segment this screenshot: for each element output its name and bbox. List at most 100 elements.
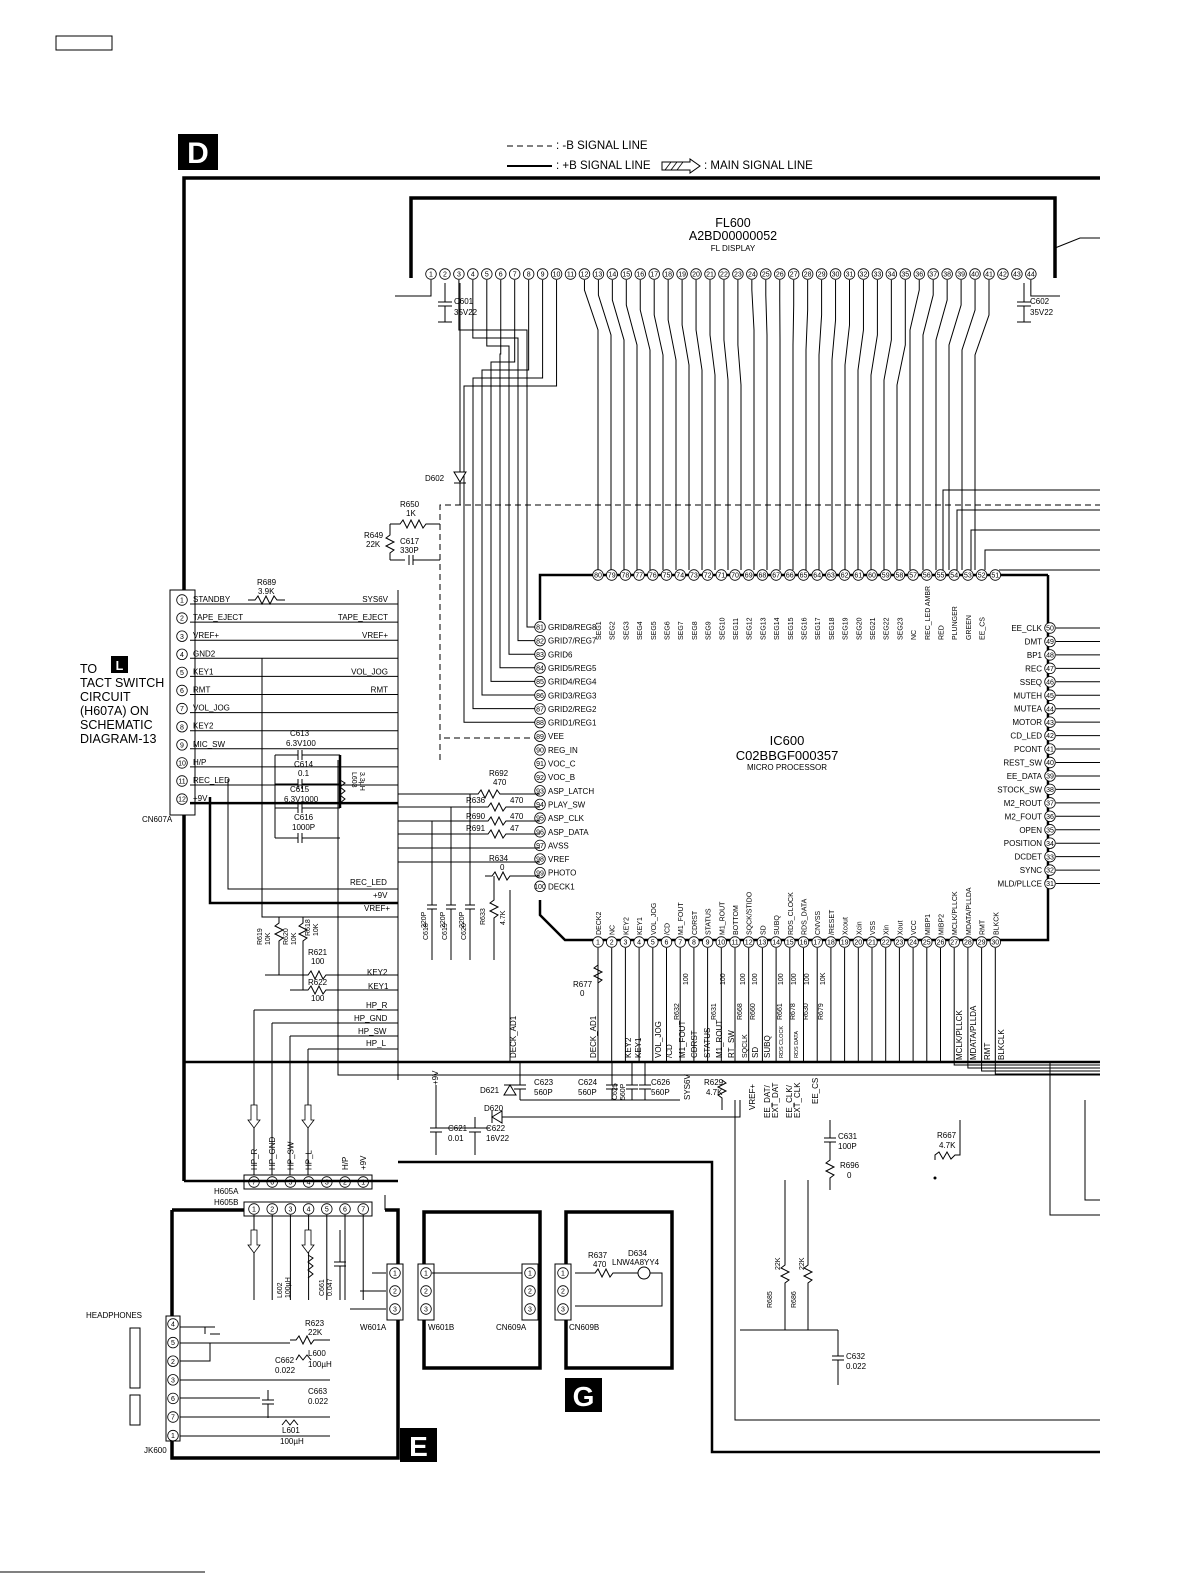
ic600-pin-43: 43 bbox=[1044, 716, 1056, 728]
ic600-pin-66-num: 66 bbox=[786, 573, 794, 580]
r650-r649-c617: R650 1K R649 22K C617 330P bbox=[364, 500, 440, 565]
svg-text:R689: R689 bbox=[257, 578, 277, 587]
ic600-pin-37-name: M2_ROUT bbox=[1004, 799, 1042, 808]
w601b-pin-1: 1 bbox=[420, 1267, 432, 1279]
ic600-pin-43-num: 43 bbox=[1046, 720, 1054, 727]
ic600-pin-36-name: M2_FOUT bbox=[1005, 812, 1042, 821]
svg-text:L601: L601 bbox=[282, 1426, 300, 1435]
ic600-pin-20-name: Xcin bbox=[856, 921, 863, 935]
svg-text:100: 100 bbox=[311, 994, 325, 1003]
svg-text:R631: R631 bbox=[711, 1003, 718, 1020]
fl600-pin-37: 37 bbox=[927, 268, 939, 280]
ic600-pin-7: 7 bbox=[674, 936, 686, 948]
w601a-pin-1-num: 1 bbox=[393, 1271, 397, 1278]
ic600-pin-94-name: PLAY_SW bbox=[548, 800, 586, 809]
ic600-pin-35-num: 35 bbox=[1046, 827, 1054, 834]
fl600-pin-40-num: 40 bbox=[971, 272, 979, 279]
ic600-pin-89-name: VEE bbox=[548, 732, 564, 741]
fl600-pin-35: 35 bbox=[899, 268, 912, 280]
svg-text:3.3µH: 3.3µH bbox=[358, 772, 365, 791]
ic600-pin-6-num: 6 bbox=[665, 940, 669, 947]
svg-text:C617: C617 bbox=[400, 537, 420, 546]
ic600-pin-64-num: 64 bbox=[813, 573, 821, 580]
ic600-pin-9-name: STATUS bbox=[706, 908, 713, 935]
ic600-pin-37-num: 37 bbox=[1046, 800, 1054, 807]
cn607a-pin-7-name: VOL_JOG bbox=[193, 704, 230, 713]
ic600-pin-41: 41 bbox=[1044, 743, 1056, 755]
r689-resistor: R689 3.9K bbox=[248, 578, 285, 606]
fl600-pin-41: 41 bbox=[983, 268, 995, 280]
fl600-pin-4-num: 4 bbox=[471, 272, 475, 279]
svg-text:1K: 1K bbox=[406, 509, 416, 518]
ic600-pin-57-num: 57 bbox=[909, 573, 917, 580]
hp-bus: HP_R HP_GND HP_SW HP_L bbox=[184, 590, 1100, 1180]
fl600-pin-9-num: 9 bbox=[541, 272, 545, 279]
cn607a-pin-5-name: KEY1 bbox=[193, 667, 214, 676]
svg-text:R630: R630 bbox=[803, 1003, 810, 1020]
svg-text:22K: 22K bbox=[308, 1328, 323, 1337]
ic600-pin-62-name: SEG19 bbox=[843, 617, 850, 640]
ic600-pin-72-name: SEG9 bbox=[706, 621, 713, 640]
ic600-pin-65: 65 bbox=[797, 569, 810, 581]
svg-text:C614: C614 bbox=[294, 760, 314, 769]
svg-text:KEY1: KEY1 bbox=[368, 982, 389, 991]
ic600-pin-27: 27 bbox=[948, 936, 960, 948]
cn609a-pin-1: 1 bbox=[524, 1267, 536, 1279]
fl600-pin-20: 20 bbox=[690, 268, 702, 280]
ic600-pin-46-num: 46 bbox=[1046, 679, 1054, 686]
cn607a-pin-8: 8 bbox=[176, 721, 188, 733]
ic600-pin-83-name: GRID6 bbox=[548, 650, 573, 659]
fl600-pin-43: 43 bbox=[1011, 268, 1023, 280]
svg-text:VREF+: VREF+ bbox=[748, 1084, 757, 1110]
svg-text:W601B: W601B bbox=[428, 1323, 454, 1332]
fl600-pin-40: 40 bbox=[969, 268, 981, 280]
ic600-pin-10-num: 10 bbox=[717, 940, 725, 947]
svg-text:C602: C602 bbox=[1030, 297, 1050, 306]
svg-text:R692: R692 bbox=[489, 769, 509, 778]
svg-text:C626: C626 bbox=[651, 1078, 671, 1087]
svg-text:R636: R636 bbox=[466, 796, 486, 805]
ic600-pin-51-num: 51 bbox=[991, 573, 999, 580]
cn607a-pin-11-num: 11 bbox=[178, 779, 185, 786]
ic600-pin-80-num: 80 bbox=[594, 573, 602, 580]
ic600-pin-32-name: SYNC bbox=[1020, 866, 1042, 875]
ic600-pin-34: 34 bbox=[1044, 837, 1056, 849]
ic600-pin-38-name: STOCK_SW bbox=[997, 785, 1042, 794]
svg-text:STATUS: STATUS bbox=[703, 1028, 712, 1058]
cn607a-pin-1-num: 1 bbox=[180, 598, 184, 605]
ic600-pin-8-num: 8 bbox=[692, 940, 696, 947]
cn607-nets: REC_LED +9V VREF+ bbox=[208, 658, 398, 918]
fl600-pin-15: 15 bbox=[620, 268, 633, 280]
svg-text:C624: C624 bbox=[578, 1078, 598, 1087]
h605b-pin-1: 1 bbox=[248, 1203, 260, 1215]
svg-text:TACT SWITCH: TACT SWITCH bbox=[80, 676, 164, 690]
headphones-label: HEADPHONES bbox=[86, 1311, 142, 1320]
fl600-pin-17: 17 bbox=[648, 268, 660, 280]
svg-text:MCLK/PLLCK: MCLK/PLLCK bbox=[955, 1010, 964, 1060]
cn609a-pin-3: 3 bbox=[524, 1303, 536, 1315]
ic600-pin-95-num: 95 bbox=[536, 816, 544, 823]
svg-text:R661: R661 bbox=[777, 1003, 784, 1020]
ic600-pin-26: 26 bbox=[934, 936, 947, 948]
fl600-pin-32-num: 32 bbox=[860, 272, 868, 279]
svg-text:EE_CLK/: EE_CLK/ bbox=[785, 1084, 794, 1118]
fl600-pin-19: 19 bbox=[676, 268, 688, 280]
ic600-pin-1: 1 bbox=[592, 936, 604, 948]
svg-text:VOL_JOG: VOL_JOG bbox=[654, 1021, 663, 1058]
ic600-pin-25-name: MIBP1 bbox=[925, 914, 932, 935]
svg-text:10K: 10K bbox=[265, 932, 272, 945]
fl600-ref: FL600 bbox=[715, 216, 750, 230]
svg-text:0: 0 bbox=[500, 863, 505, 872]
ic600-pin-50-num: 50 bbox=[1046, 626, 1054, 633]
w601b-pin-1-num: 1 bbox=[424, 1271, 428, 1278]
fl600-pin-5-num: 5 bbox=[485, 272, 489, 279]
fl600-pin-42: 42 bbox=[997, 268, 1009, 280]
svg-text:100: 100 bbox=[683, 973, 690, 985]
cn609a-pin-2-num: 2 bbox=[528, 1289, 532, 1296]
ic600-pin-85: 85 bbox=[534, 675, 546, 688]
legend-plus-b: : +B SIGNAL LINE bbox=[556, 160, 651, 172]
cn607a-net-2: TAPE_EJECT bbox=[338, 613, 388, 622]
